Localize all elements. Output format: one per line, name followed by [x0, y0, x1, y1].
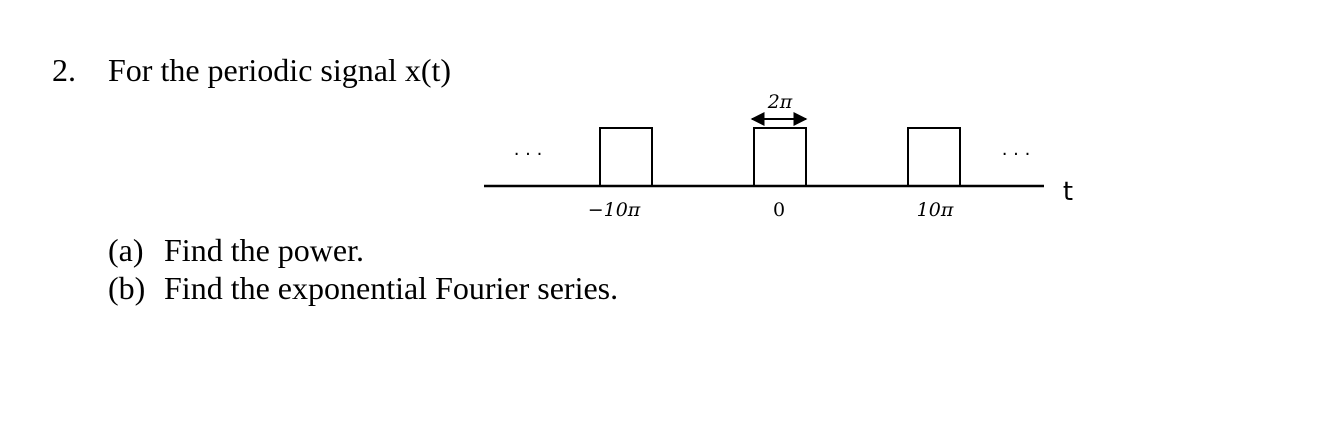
ellipsis-right: · · ·	[1002, 144, 1031, 165]
axis-label-t: t	[1063, 177, 1073, 207]
part-b: (b) Find the exponential Fourier series.	[108, 270, 618, 306]
width-label: 2π	[767, 91, 793, 113]
ellipsis-left: · · ·	[514, 144, 543, 165]
pulse-center	[753, 127, 807, 187]
tick-label-10pi: 10π	[917, 199, 954, 221]
part-a-text: Find the power.	[164, 232, 364, 268]
tick-label-zero: 0	[773, 199, 785, 221]
tick-label-minus-10pi: −10π	[588, 199, 641, 221]
pulse-right	[907, 127, 961, 187]
part-b-text: Find the exponential Fourier series.	[164, 270, 619, 306]
part-b-tag: (b)	[108, 270, 146, 306]
pulse-left	[599, 127, 653, 187]
problem-statement: For the periodic signal x(t)	[108, 52, 452, 88]
problem-number: 2.	[52, 52, 76, 88]
part-a: (a) Find the power.	[108, 232, 364, 268]
part-a-tag: (a)	[108, 232, 144, 268]
